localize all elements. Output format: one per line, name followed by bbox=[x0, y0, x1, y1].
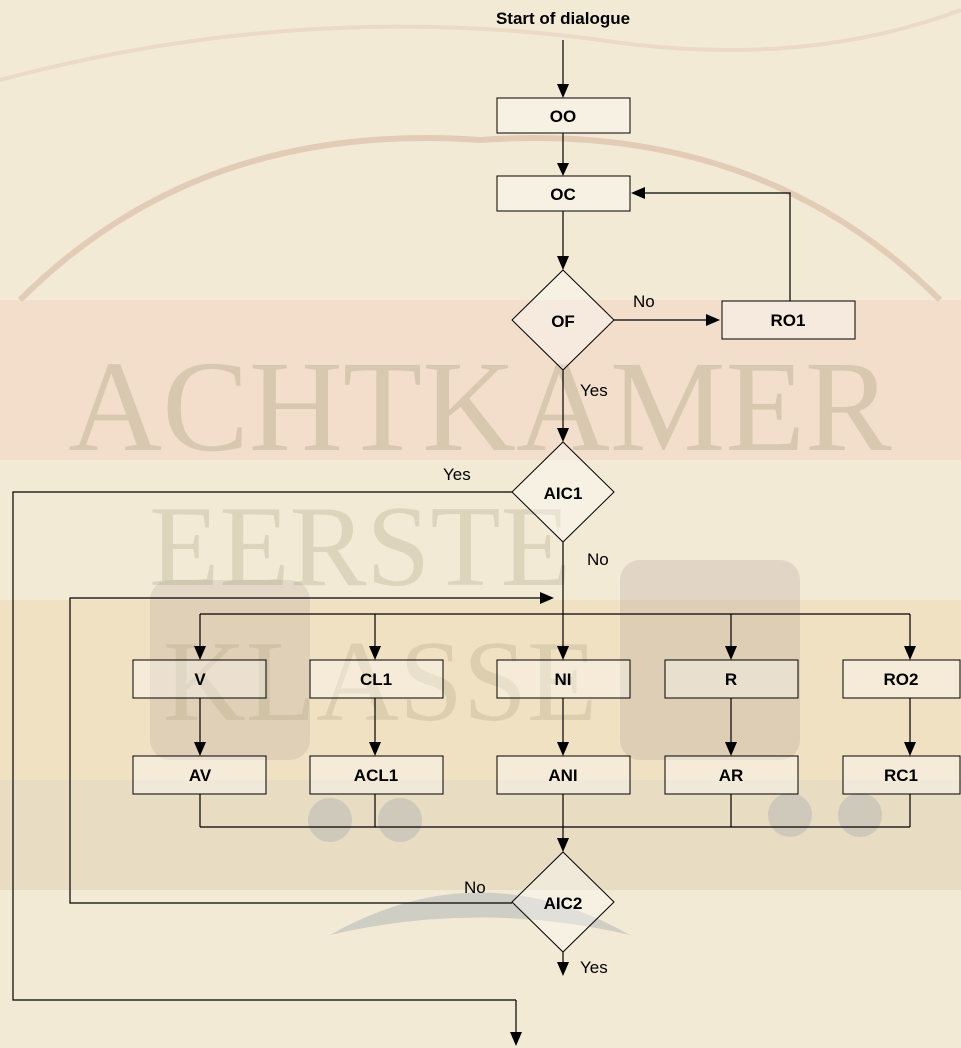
node-r: R bbox=[665, 660, 798, 698]
node-ani-label: ANI bbox=[548, 766, 577, 785]
node-aic1-label: AIC1 bbox=[544, 484, 583, 503]
node-v: V bbox=[133, 660, 266, 698]
node-rc1: RC1 bbox=[843, 756, 960, 794]
node-oc-label: OC bbox=[550, 185, 576, 204]
edge-of-no-label: No bbox=[633, 292, 655, 311]
edge-aic1-yes-bypass bbox=[13, 492, 516, 1000]
node-ar-label: AR bbox=[719, 766, 744, 785]
node-of-decision: OF bbox=[512, 270, 614, 370]
start-label: Start of dialogue bbox=[496, 9, 630, 28]
node-acl1: ACL1 bbox=[310, 756, 443, 794]
edge-aic1-no-label: No bbox=[587, 550, 609, 569]
node-ni: NI bbox=[497, 660, 630, 698]
edge-aic2-no-loop bbox=[70, 598, 540, 903]
node-r-label: R bbox=[725, 670, 737, 689]
edge-aic2-yes-label: Yes bbox=[580, 958, 608, 977]
node-aic2-label: AIC2 bbox=[544, 894, 583, 913]
edge-of-yes-label: Yes bbox=[580, 381, 608, 400]
node-ar: AR bbox=[665, 756, 798, 794]
node-cl1: CL1 bbox=[310, 660, 443, 698]
node-of-label: OF bbox=[551, 312, 575, 331]
node-oc: OC bbox=[497, 176, 630, 211]
node-ani: ANI bbox=[497, 756, 630, 794]
node-ro1-label: RO1 bbox=[771, 311, 806, 330]
edge-aic2-no-label: No bbox=[464, 878, 486, 897]
node-ro2-label: RO2 bbox=[884, 670, 919, 689]
node-cl1-label: CL1 bbox=[360, 670, 392, 689]
node-v-label: V bbox=[194, 670, 206, 689]
node-aic2-decision: AIC2 bbox=[512, 852, 614, 952]
edge-ro1-oc bbox=[643, 193, 790, 301]
node-rc1-label: RC1 bbox=[884, 766, 918, 785]
node-ro1: RO1 bbox=[722, 301, 855, 339]
node-acl1-label: ACL1 bbox=[354, 766, 398, 785]
node-oo: OO bbox=[497, 98, 630, 133]
edge-aic1-yes-label: Yes bbox=[443, 465, 471, 484]
node-ro2: RO2 bbox=[843, 660, 960, 698]
node-av: AV bbox=[133, 756, 266, 794]
node-oo-label: OO bbox=[550, 107, 576, 126]
node-aic1-decision: AIC1 bbox=[512, 442, 614, 542]
node-av-label: AV bbox=[189, 766, 212, 785]
node-ni-label: NI bbox=[555, 670, 572, 689]
